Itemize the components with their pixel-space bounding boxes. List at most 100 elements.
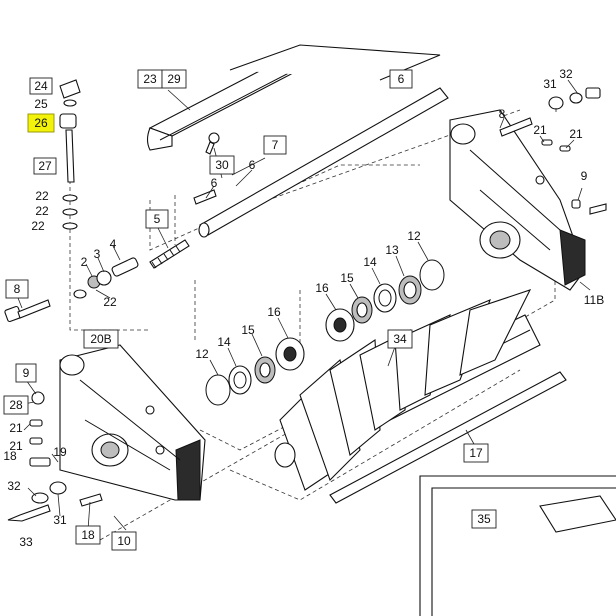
svg-text:15: 15 [241, 323, 255, 337]
svg-text:24: 24 [34, 79, 48, 93]
bearing-stack-right [325, 259, 445, 342]
callout-22: 22 [31, 219, 45, 233]
callouts: 24 25 26 27 22 22 22 23 29 6 30 6 7 6 5 … [3, 67, 604, 551]
svg-text:25: 25 [34, 97, 48, 111]
callout-6: 6 [389, 69, 413, 89]
svg-text:8: 8 [499, 107, 506, 121]
callout-21: 21 [9, 421, 23, 435]
callout-21: 21 [9, 439, 23, 453]
callout-5: 5 [145, 209, 169, 229]
reel-assembly [274, 289, 541, 491]
callout-29: 29 [161, 69, 187, 89]
callout-11b: 11B [584, 293, 604, 307]
svg-text:16: 16 [315, 281, 329, 295]
svg-text:22: 22 [35, 204, 49, 218]
right-top-hardware [499, 87, 607, 215]
right-side-plate [449, 109, 586, 291]
callout-14: 14 [363, 255, 377, 269]
svg-text:18: 18 [81, 528, 95, 542]
svg-text:22: 22 [31, 219, 45, 233]
svg-text:9: 9 [581, 169, 588, 183]
svg-text:13: 13 [385, 243, 399, 257]
adjuster-knob-stack [59, 79, 81, 230]
callout-12: 12 [407, 229, 421, 243]
callout-14: 14 [217, 335, 231, 349]
callout-28: 28 [3, 395, 29, 415]
bedknife-bar [329, 371, 567, 504]
svg-text:34: 34 [393, 332, 407, 346]
callout-35: 35 [471, 509, 497, 529]
svg-text:32: 32 [559, 67, 573, 81]
callout-15: 15 [241, 323, 255, 337]
callout-10: 10 [111, 531, 137, 551]
svg-text:22: 22 [35, 189, 49, 203]
svg-text:5: 5 [154, 212, 161, 226]
callout-17: 17 [463, 443, 489, 463]
svg-text:26: 26 [34, 116, 48, 130]
svg-text:21: 21 [533, 123, 547, 137]
svg-text:35: 35 [477, 512, 491, 526]
svg-text:3: 3 [94, 247, 101, 261]
left-side-plate [59, 344, 206, 501]
callout-32: 32 [7, 479, 21, 493]
callout-24: 24 [29, 77, 53, 95]
svg-text:19: 19 [53, 445, 67, 459]
bearing-stack-left [205, 337, 305, 406]
callout-12: 12 [195, 347, 209, 361]
callout-27: 27 [33, 157, 57, 175]
adjuster-hardware [73, 257, 139, 299]
callout-9: 9 [15, 363, 37, 383]
svg-text:17: 17 [469, 446, 483, 460]
svg-text:22: 22 [103, 295, 117, 309]
svg-text:21: 21 [569, 127, 583, 141]
callout-6: 6 [211, 176, 218, 190]
svg-text:18: 18 [3, 449, 17, 463]
bottom-frame [419, 475, 616, 616]
front-bar [229, 44, 441, 81]
callout-20b: 20B [83, 329, 119, 349]
svg-text:4: 4 [110, 237, 117, 251]
svg-text:12: 12 [407, 229, 421, 243]
callout-13: 13 [385, 243, 399, 257]
callout-16: 16 [267, 305, 281, 319]
leader-lines [17, 79, 591, 531]
callout-18: 18 [75, 525, 101, 545]
callout-8: 8 [499, 107, 506, 121]
svg-text:10: 10 [117, 534, 131, 548]
svg-text:15: 15 [340, 271, 354, 285]
bolt-30 [205, 132, 220, 155]
svg-text:6: 6 [249, 158, 256, 172]
callout-22: 22 [35, 204, 49, 218]
svg-text:29: 29 [167, 72, 181, 86]
svg-text:30: 30 [215, 158, 229, 172]
svg-text:23: 23 [143, 72, 157, 86]
svg-text:31: 31 [53, 513, 67, 527]
svg-text:16: 16 [267, 305, 281, 319]
svg-text:33: 33 [19, 535, 33, 549]
svg-text:2: 2 [81, 255, 88, 269]
callout-25: 25 [34, 97, 48, 111]
callout-33: 33 [19, 535, 33, 549]
callout-6: 6 [249, 158, 256, 172]
svg-text:14: 14 [363, 255, 377, 269]
svg-text:12: 12 [195, 347, 209, 361]
callout-22: 22 [35, 189, 49, 203]
callout-16: 16 [315, 281, 329, 295]
svg-text:21: 21 [9, 421, 23, 435]
svg-text:28: 28 [9, 398, 23, 412]
svg-text:9: 9 [23, 366, 30, 380]
rear-roller [198, 87, 449, 238]
callout-21: 21 [569, 127, 583, 141]
side-bolt-left [4, 299, 51, 323]
callout-4: 4 [110, 237, 117, 251]
adjuster-spring [149, 239, 190, 269]
svg-text:20B: 20B [90, 332, 111, 346]
callout-7: 7 [263, 135, 287, 155]
callout-31: 31 [543, 77, 557, 91]
pin-6 [193, 189, 217, 205]
callout-21: 21 [533, 123, 547, 137]
callout-18: 18 [3, 449, 17, 463]
svg-text:6: 6 [398, 72, 405, 86]
callout-32: 32 [559, 67, 573, 81]
